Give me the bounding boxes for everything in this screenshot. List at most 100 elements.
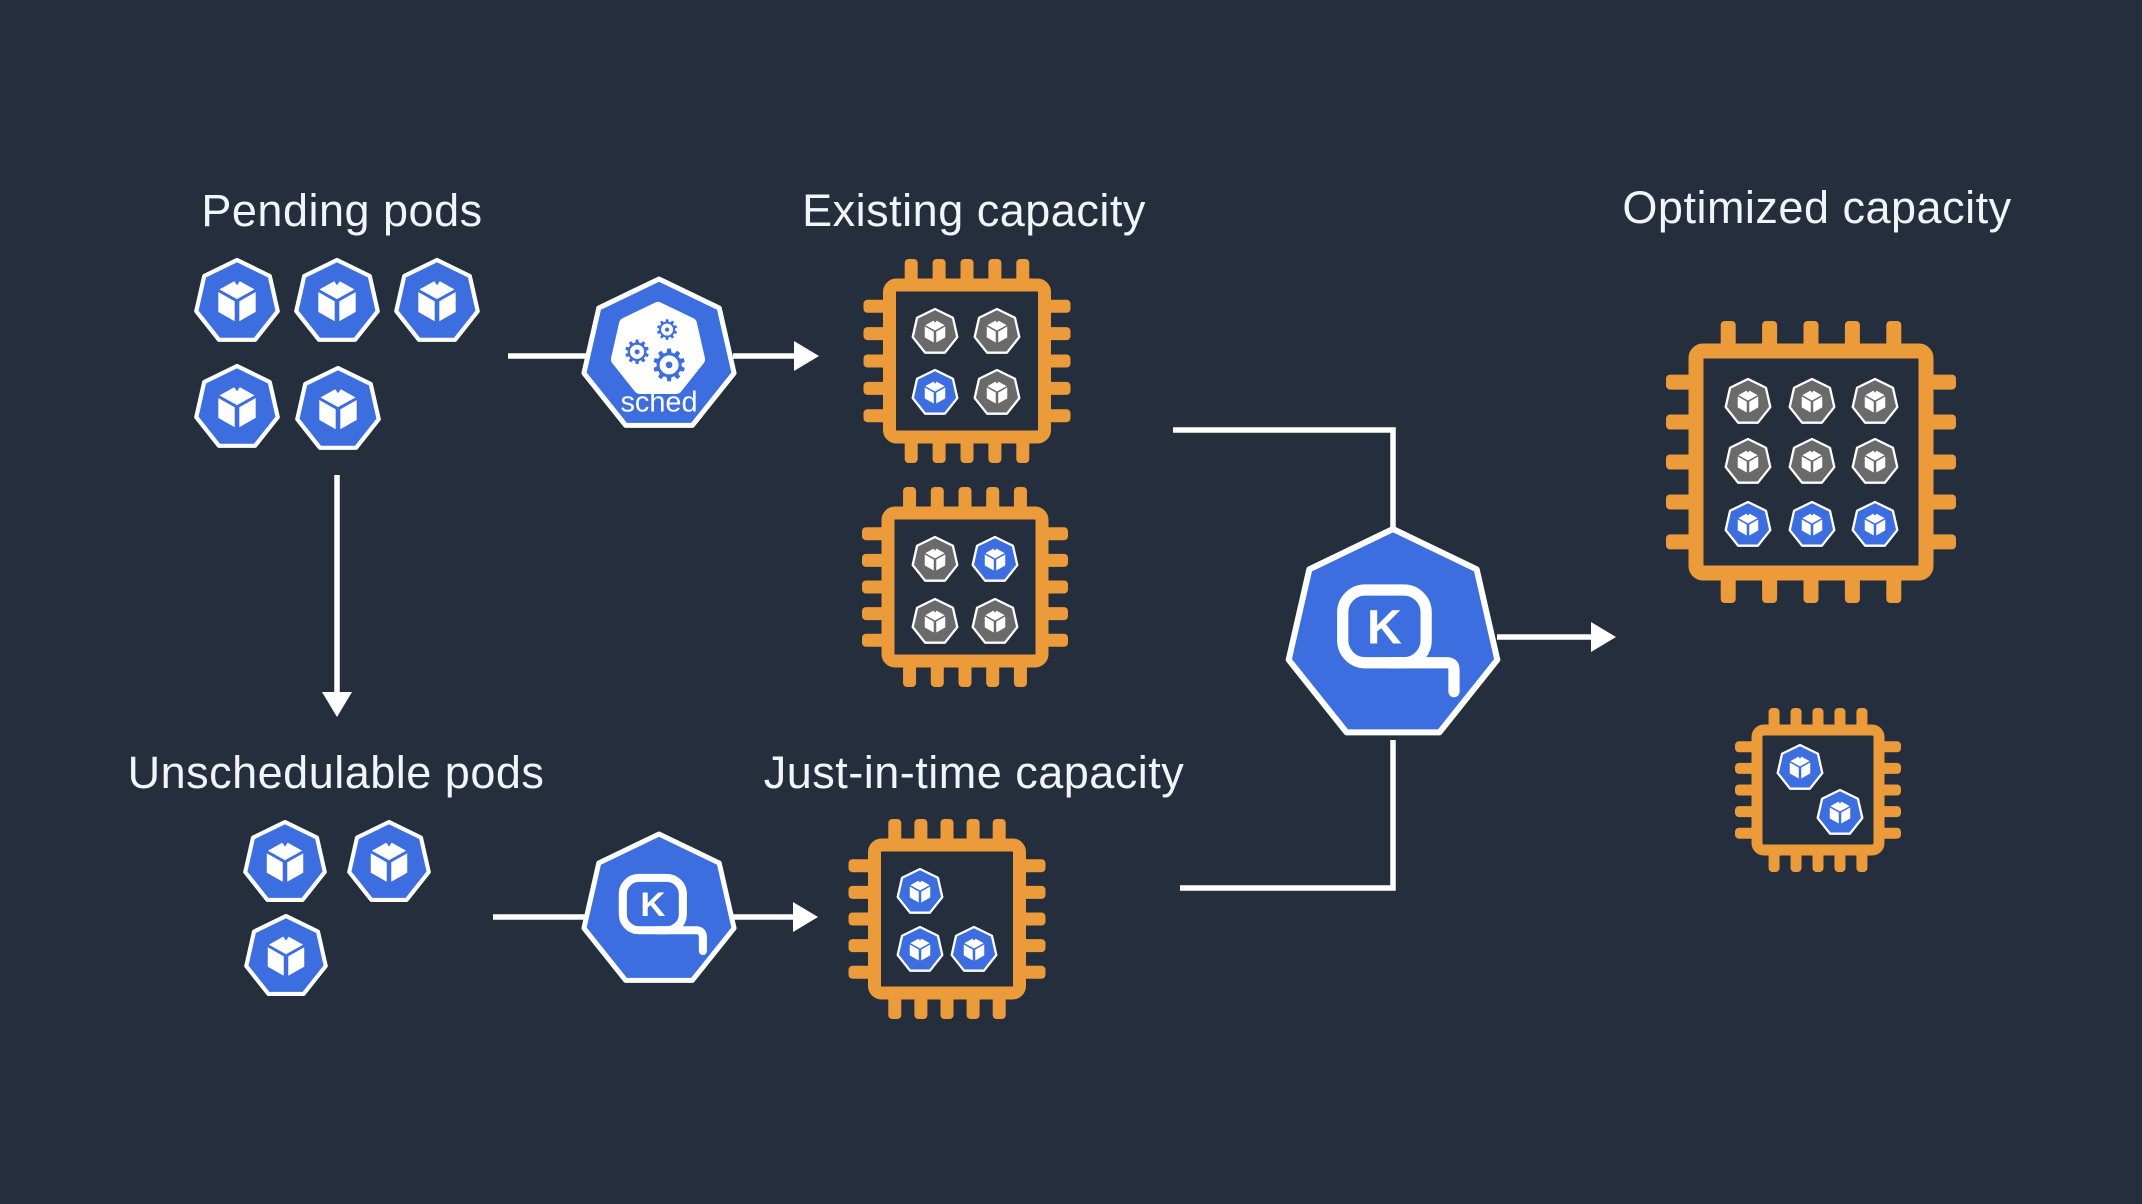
pod-icon xyxy=(1724,500,1772,547)
chip-body xyxy=(868,838,1026,1000)
arrowhead xyxy=(793,902,818,932)
cube-glyph xyxy=(962,936,986,963)
existing-capacity-chip-1 xyxy=(863,259,1071,463)
cube-glyph xyxy=(1800,388,1824,415)
pod-icon xyxy=(1788,500,1836,547)
karpenter-to-jit-arrow xyxy=(733,902,818,932)
karpenter-node-icon: K xyxy=(581,831,737,983)
existing-to-junction-line xyxy=(1173,427,1396,527)
karpenter-node-icon: K xyxy=(1285,526,1501,736)
pod-icon xyxy=(950,925,998,972)
junction-to-optimized-arrow xyxy=(1497,622,1616,652)
existing-capacity-label: Existing capacity xyxy=(802,185,1146,236)
pod-icon xyxy=(295,365,381,450)
pod-icon xyxy=(911,597,959,644)
pod-icon xyxy=(971,535,1019,582)
chip-body xyxy=(881,506,1049,668)
pod-icon xyxy=(1788,437,1836,484)
cube-glyph xyxy=(1800,448,1824,475)
pod-icon xyxy=(1851,377,1899,424)
pod-icon xyxy=(194,257,280,342)
arrowhead xyxy=(1591,622,1616,652)
pod-icon xyxy=(1851,500,1899,547)
optimized-capacity-label: Optimized capacity xyxy=(1622,182,2012,233)
cube-glyph xyxy=(1800,511,1824,538)
jit-capacity-label: Just-in-time capacity xyxy=(763,747,1185,798)
cube-glyph xyxy=(264,838,306,885)
pod-icon xyxy=(394,257,480,342)
pod-icon xyxy=(294,257,380,342)
cube-glyph xyxy=(316,276,358,325)
optimized-capacity-chip-large xyxy=(1666,321,1956,603)
heptagon-shape xyxy=(1285,526,1501,736)
pod-icon xyxy=(1816,788,1864,835)
cube-glyph xyxy=(216,276,258,325)
cube-glyph xyxy=(983,608,1007,635)
scheduler-inner-shape xyxy=(610,301,706,394)
pod-icon xyxy=(973,307,1021,354)
chip-body xyxy=(1751,724,1885,856)
cube-glyph xyxy=(923,379,947,406)
cube-glyph xyxy=(908,878,932,905)
gear-icon: ⚙ xyxy=(654,314,679,347)
karpenter-tape-tail xyxy=(1382,657,1460,698)
jit-capacity-chip xyxy=(848,819,1046,1019)
pending-pods-group xyxy=(194,257,480,450)
pod-icon xyxy=(243,819,327,902)
pod-icon xyxy=(896,867,944,914)
pending-pods-label: Pending pods xyxy=(201,185,483,236)
pod-icon xyxy=(1788,377,1836,424)
scheduler-to-existing-arrow xyxy=(733,341,819,371)
gear-icon: ⚙ xyxy=(649,341,688,392)
karpenter-letter: K xyxy=(1367,600,1402,654)
cube-glyph xyxy=(983,546,1007,573)
cube-glyph xyxy=(216,382,258,431)
cube-glyph xyxy=(1828,799,1852,826)
pod-icon xyxy=(896,925,944,972)
cube-glyph xyxy=(1736,511,1760,538)
cube-glyph xyxy=(368,838,410,885)
karpenter-tape-tail xyxy=(651,926,707,956)
pod-icon xyxy=(1724,377,1772,424)
cube-glyph xyxy=(985,318,1009,345)
gear-icon: ⚙ xyxy=(622,333,652,372)
cube-glyph xyxy=(923,608,947,635)
pod-icon xyxy=(1724,437,1772,484)
pod-icon xyxy=(1851,437,1899,484)
cube-glyph xyxy=(1863,448,1887,475)
unschedulable-pods-label: Unschedulable pods xyxy=(127,747,545,798)
cube-glyph xyxy=(923,318,947,345)
pod-icon xyxy=(911,535,959,582)
scheduler-label: sched xyxy=(620,386,697,418)
pod-icon xyxy=(911,368,959,415)
arrowhead xyxy=(322,692,352,717)
unschedulable-pods-group xyxy=(243,819,431,996)
cube-glyph xyxy=(265,932,307,979)
cube-glyph xyxy=(1736,448,1760,475)
cube-glyph xyxy=(1788,754,1812,781)
jit-to-junction-line xyxy=(1180,740,1396,891)
pod-icon xyxy=(194,363,280,448)
arrowhead xyxy=(794,341,819,371)
pending-to-unschedulable-arrow xyxy=(322,475,352,717)
pod-icon xyxy=(244,913,328,996)
karpenter-letter: K xyxy=(640,886,665,924)
scheduler-node-icon: ⚙⚙⚙sched xyxy=(581,276,737,428)
cube-glyph xyxy=(416,276,458,325)
existing-capacity-chip-2 xyxy=(862,487,1068,687)
pod-icon xyxy=(1776,743,1824,790)
heptagon-shape xyxy=(581,831,737,983)
cube-glyph xyxy=(923,546,947,573)
cube-glyph xyxy=(317,384,359,433)
cube-glyph xyxy=(908,936,932,963)
pod-icon xyxy=(911,307,959,354)
cube-glyph xyxy=(1736,388,1760,415)
cube-glyph xyxy=(1863,388,1887,415)
cube-glyph xyxy=(985,379,1009,406)
chip-body xyxy=(883,278,1051,444)
pod-icon xyxy=(347,819,431,902)
pod-icon xyxy=(971,597,1019,644)
pod-icon xyxy=(973,368,1021,415)
